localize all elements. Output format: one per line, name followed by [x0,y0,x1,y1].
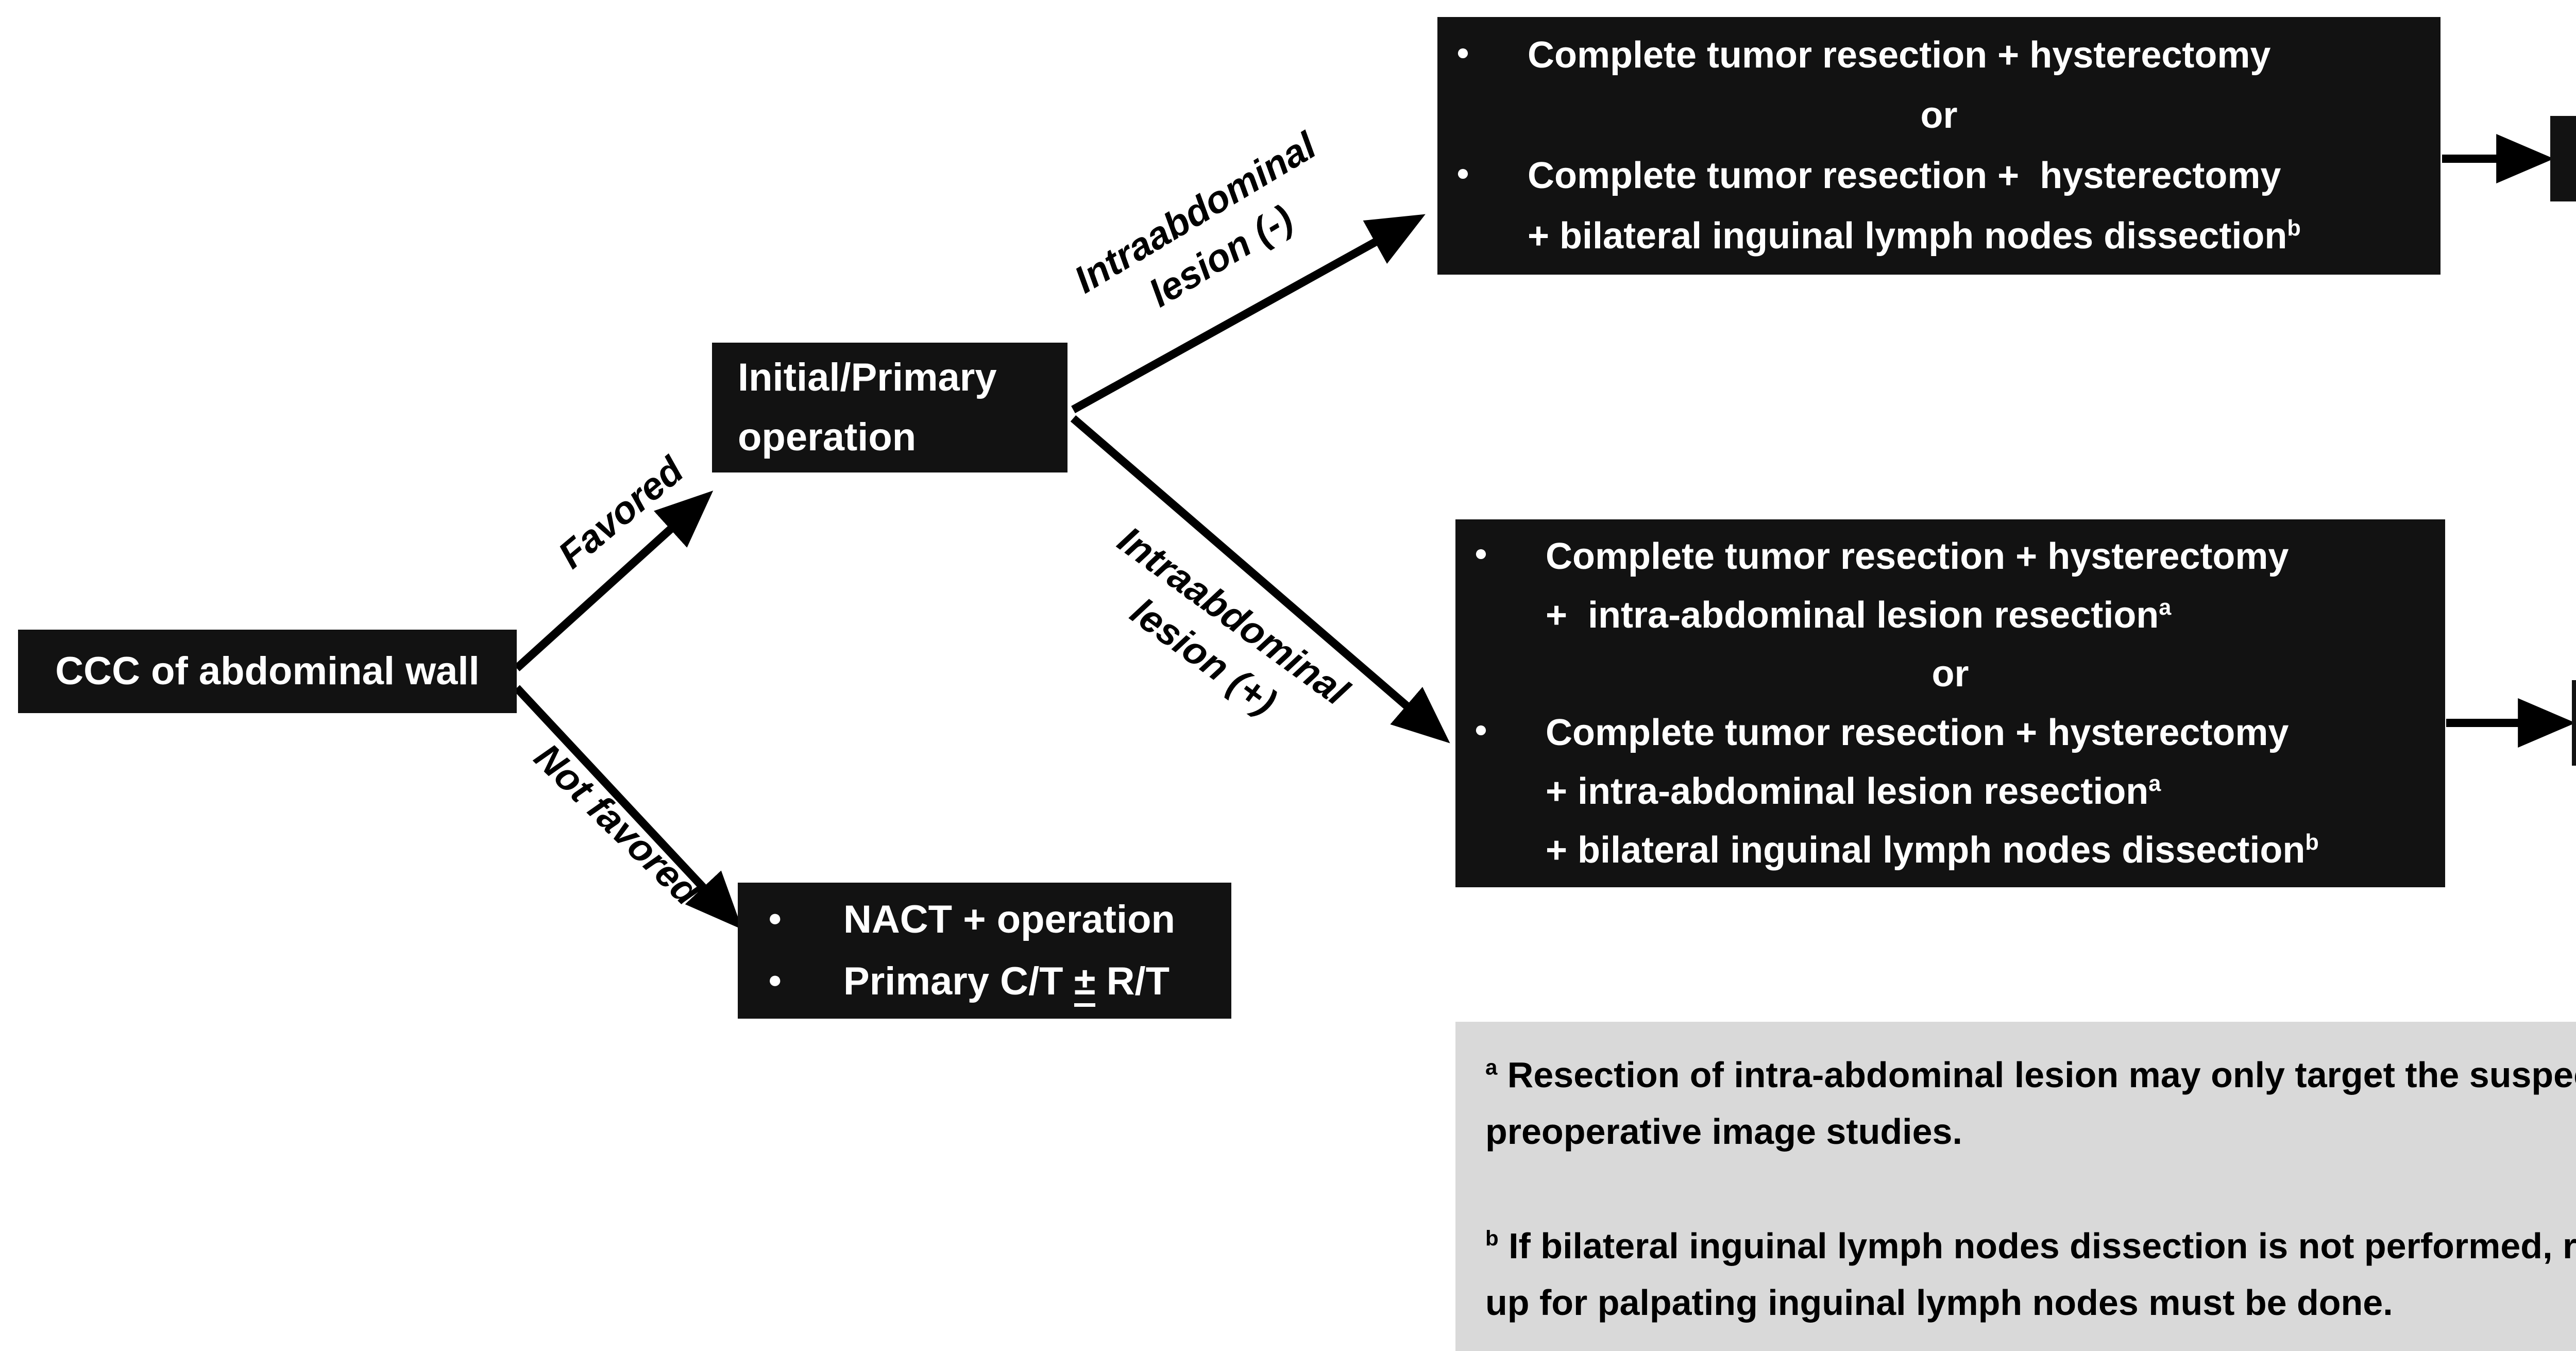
node-label-line1: Initial/Primary [738,356,997,399]
line-text: + bilateral inguinal lymph nodes dissect… [1528,215,2287,257]
footnote-marker-a: a [1485,1055,1498,1079]
bullet-line: ● NACT + operation [738,889,1231,951]
bullet-line: ● Complete tumor resection + hysterectomy [1455,527,2445,586]
node-adjuvant-ct-top: Adjuvant C/T [2550,116,2576,201]
superscript-a: a [2148,771,2161,796]
bullet-icon: ● [1456,160,1470,185]
superscript-b: b [2305,830,2319,855]
or-separator: or [1455,645,2445,703]
line-text: or [1931,653,1969,695]
continuation-line: + intra-abdominal lesion resectiona [1455,586,2445,645]
line-text: Complete tumor resection + hysterectomy [1528,35,2271,76]
line-text: NACT + operation [843,898,1175,941]
footnote-b: b If bilateral inguinal lymph nodes diss… [1485,1226,2576,1323]
footnote-a: a Resection of intra-abdominal lesion ma… [1485,1055,2576,1152]
line-text: Complete tumor resection + hysterectomy [1528,155,2281,196]
line-text: Complete tumor resection + hysterectomy [1546,712,2289,753]
bullet-icon: ● [768,966,783,993]
bullet-icon: ● [1456,40,1470,65]
line-text: Primary C/T ± R/T [843,959,1170,1007]
node-nact-primary-ct: ● NACT + operation ● Primary C/T ± R/T [738,883,1231,1019]
node-outcome-lesion-positive: ● Complete tumor resection + hysterectomy… [1455,519,2445,887]
bullet-icon: ● [1474,541,1488,566]
node-outcome-lesion-negative: ● Complete tumor resection + hysterectomy… [1437,17,2441,275]
node-initial-primary-operation: Initial/Primary operation [712,343,1067,472]
bullet-line: ● Complete tumor resection + hysterectomy [1437,146,2441,206]
line-text: + intra-abdominal lesion resection [1546,771,2149,812]
arrow-lesion-positive [1070,415,1450,744]
superscript-b: b [2287,216,2301,241]
line-text: or [1920,95,1958,136]
bullet-line: ● Complete tumor resection + hysterectomy [1455,703,2445,762]
bullet-icon: ● [768,904,783,931]
bullet-line: ● Primary C/T ± R/T [738,951,1231,1012]
node-ccc-of-abdominal-wall: CCC of abdominal wall [18,630,517,713]
arrow-lesion-negative [1071,214,1426,413]
node-label: CCC of abdominal wall [55,649,480,693]
arrow-favored [514,491,714,671]
line-text: + bilateral inguinal lymph nodes dissect… [1546,830,2306,871]
node-adjuvant-ct-middle: Adjuvant C/T [2572,680,2576,766]
superscript-a: a [2159,595,2172,620]
node-label-line2: operation [738,415,917,459]
arrow-not-favored [514,685,743,930]
line-text: + intra-abdominal lesion resection [1546,595,2159,636]
bullet-icon: ● [1474,717,1488,742]
continuation-line: + bilateral inguinal lymph nodes dissect… [1437,206,2441,266]
continuation-line: + bilateral inguinal lymph nodes dissect… [1455,821,2445,880]
footnote-panel: a Resection of intra-abdominal lesion ma… [1455,1022,2576,1351]
bullet-line: ● Complete tumor resection + hysterectomy [1437,25,2441,86]
footnote-marker-b: b [1485,1226,1499,1251]
continuation-line: + intra-abdominal lesion resectiona [1455,762,2445,821]
or-separator: or [1437,86,2441,146]
line-text: Complete tumor resection + hysterectomy [1546,536,2289,577]
plus-minus-symbol: ± [1074,959,1096,1007]
